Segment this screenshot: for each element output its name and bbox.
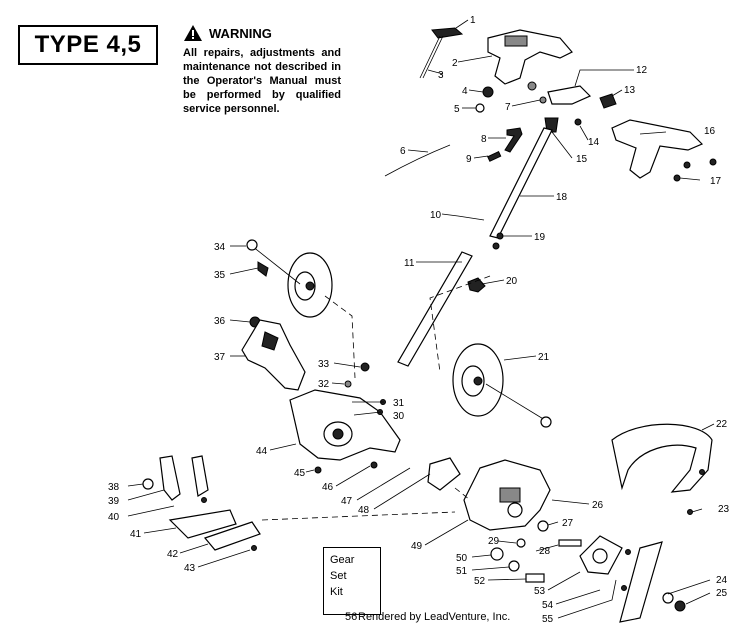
callout-5: 5 <box>454 104 460 115</box>
callout-19: 19 <box>534 232 546 243</box>
callout-16: 16 <box>704 126 716 137</box>
throttle-lever <box>419 27 464 79</box>
callout-9: 9 <box>466 154 472 165</box>
callout-24: 24 <box>716 575 728 586</box>
callout-50: 50 <box>456 553 468 564</box>
lower-shaft <box>397 251 473 367</box>
callout-47: 47 <box>341 496 353 507</box>
skid-shoe <box>168 509 261 551</box>
gear-set-kit-box: Gear Set Kit <box>323 547 381 615</box>
callout-45: 45 <box>294 468 306 479</box>
callout-35: 35 <box>214 270 226 281</box>
callout-42: 42 <box>167 549 179 560</box>
gear-housing <box>463 459 551 531</box>
callout-11: 11 <box>404 258 415 269</box>
callout-54: 54 <box>542 600 554 611</box>
callout-27: 27 <box>562 518 574 529</box>
pin <box>504 127 523 153</box>
callout-8: 8 <box>481 134 487 145</box>
mount-housing <box>289 389 401 461</box>
wheel-bracket <box>241 316 306 391</box>
pin <box>487 150 502 162</box>
callout-39: 39 <box>108 496 120 507</box>
callout-17: 17 <box>710 176 722 187</box>
callout-12: 12 <box>636 65 648 76</box>
warning-text: All repairs, adjustments and maintenance… <box>183 47 341 115</box>
cable <box>384 144 451 177</box>
gear-kit-line: Gear <box>330 554 355 566</box>
upper-shaft <box>489 127 553 239</box>
gear-kit-line: Set <box>330 570 347 582</box>
callout-22: 22 <box>716 419 728 430</box>
screw <box>482 86 494 98</box>
handle-grip <box>487 29 573 85</box>
callout-4: 4 <box>462 86 468 97</box>
callout-33: 33 <box>318 359 330 370</box>
callout-14: 14 <box>588 137 600 148</box>
callout-48: 48 <box>358 505 370 516</box>
callout-52: 52 <box>474 576 486 587</box>
callout-1: 1 <box>470 15 476 26</box>
clamp <box>467 277 486 293</box>
switch-assembly <box>527 81 617 126</box>
callout-49: 49 <box>411 541 423 552</box>
callout-20: 20 <box>506 276 518 287</box>
callout-31: 31 <box>393 398 405 409</box>
callout-21: 21 <box>538 352 550 363</box>
callout-55: 55 <box>542 614 554 625</box>
gear-kit-line: Kit <box>330 586 343 598</box>
callout-40: 40 <box>108 512 120 523</box>
type-label: TYPE 4,5 <box>18 25 158 65</box>
footer-text: Rendered by LeadVenture, Inc. <box>358 611 511 623</box>
callout-6: 6 <box>400 146 406 157</box>
callout-2: 2 <box>452 58 458 69</box>
callout-36: 36 <box>214 316 226 327</box>
callout-43: 43 <box>184 563 196 574</box>
callout-44: 44 <box>256 446 268 457</box>
callout-25: 25 <box>716 588 728 599</box>
callout-53: 53 <box>534 586 546 597</box>
callout-23: 23 <box>718 504 730 515</box>
callout-37: 37 <box>214 352 226 363</box>
callout-10: 10 <box>430 210 442 221</box>
callout-46: 46 <box>322 482 334 493</box>
callout-18: 18 <box>556 192 568 203</box>
rear-wheel <box>246 239 333 318</box>
callout-28: 28 <box>539 546 551 557</box>
warning-heading: WARNING <box>209 25 272 41</box>
callout-38: 38 <box>108 482 120 493</box>
front-wheel <box>452 343 552 428</box>
callout-3: 3 <box>438 70 444 81</box>
callout-7: 7 <box>505 102 511 113</box>
warning-block: WARNING All repairs, adjustments and mai… <box>183 24 341 116</box>
callout-41: 41 <box>130 529 142 540</box>
handle-cover <box>611 119 717 182</box>
edger-blade <box>619 541 663 623</box>
callout-26: 26 <box>592 500 604 511</box>
warning-icon <box>184 25 202 41</box>
callout-32: 32 <box>318 379 330 390</box>
blade-flange <box>579 535 631 591</box>
gear-kit-ref: 56 <box>345 611 358 623</box>
callout-30: 30 <box>393 411 405 422</box>
screw <box>475 103 485 113</box>
callout-15: 15 <box>576 154 588 165</box>
callout-51: 51 <box>456 566 468 577</box>
callout-29: 29 <box>488 536 500 547</box>
gear-bracket <box>427 457 461 491</box>
blade-guard-parts <box>142 455 209 503</box>
callout-34: 34 <box>214 242 226 253</box>
callout-13: 13 <box>624 85 636 96</box>
blade-guard <box>611 423 713 493</box>
